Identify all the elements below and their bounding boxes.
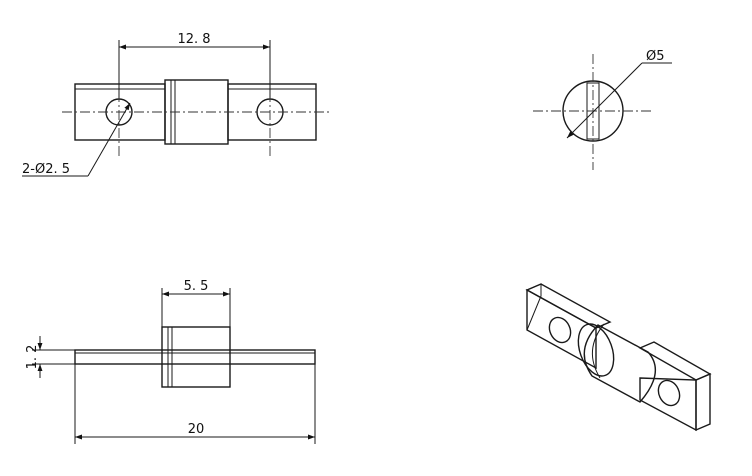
hole-spacing-dim: 12. 8 bbox=[177, 32, 210, 47]
overall-length-dim: 20 bbox=[188, 422, 205, 437]
side-body bbox=[161, 326, 231, 388]
end-view: Ø5 bbox=[533, 49, 672, 170]
iso-left-hole bbox=[548, 316, 572, 344]
iso-right-tab-top bbox=[638, 341, 712, 381]
iso-right-tab-face bbox=[639, 377, 697, 432]
top-view: 12. 8 2-Ø2. 5 bbox=[22, 32, 330, 177]
end-diameter-dim: Ø5 bbox=[646, 49, 665, 64]
iso-cylinder bbox=[583, 324, 657, 403]
hole-callout-dim: 2-Ø2. 5 bbox=[22, 162, 70, 177]
iso-right-hole bbox=[657, 379, 681, 407]
iso-left-tab-face bbox=[526, 288, 597, 370]
side-lead bbox=[74, 349, 316, 365]
iso-right-tab-side bbox=[695, 372, 711, 432]
lead-thickness-dim: 1. 2 bbox=[25, 345, 40, 370]
iso-left-tab-top bbox=[525, 283, 612, 329]
body-length-dim: 5. 5 bbox=[184, 279, 209, 294]
iso-cylinder-band bbox=[577, 323, 615, 377]
isometric-view bbox=[525, 283, 712, 432]
side-view: 5. 5 1. 2 20 bbox=[25, 279, 316, 444]
iso-left-tab-edge bbox=[526, 283, 542, 331]
